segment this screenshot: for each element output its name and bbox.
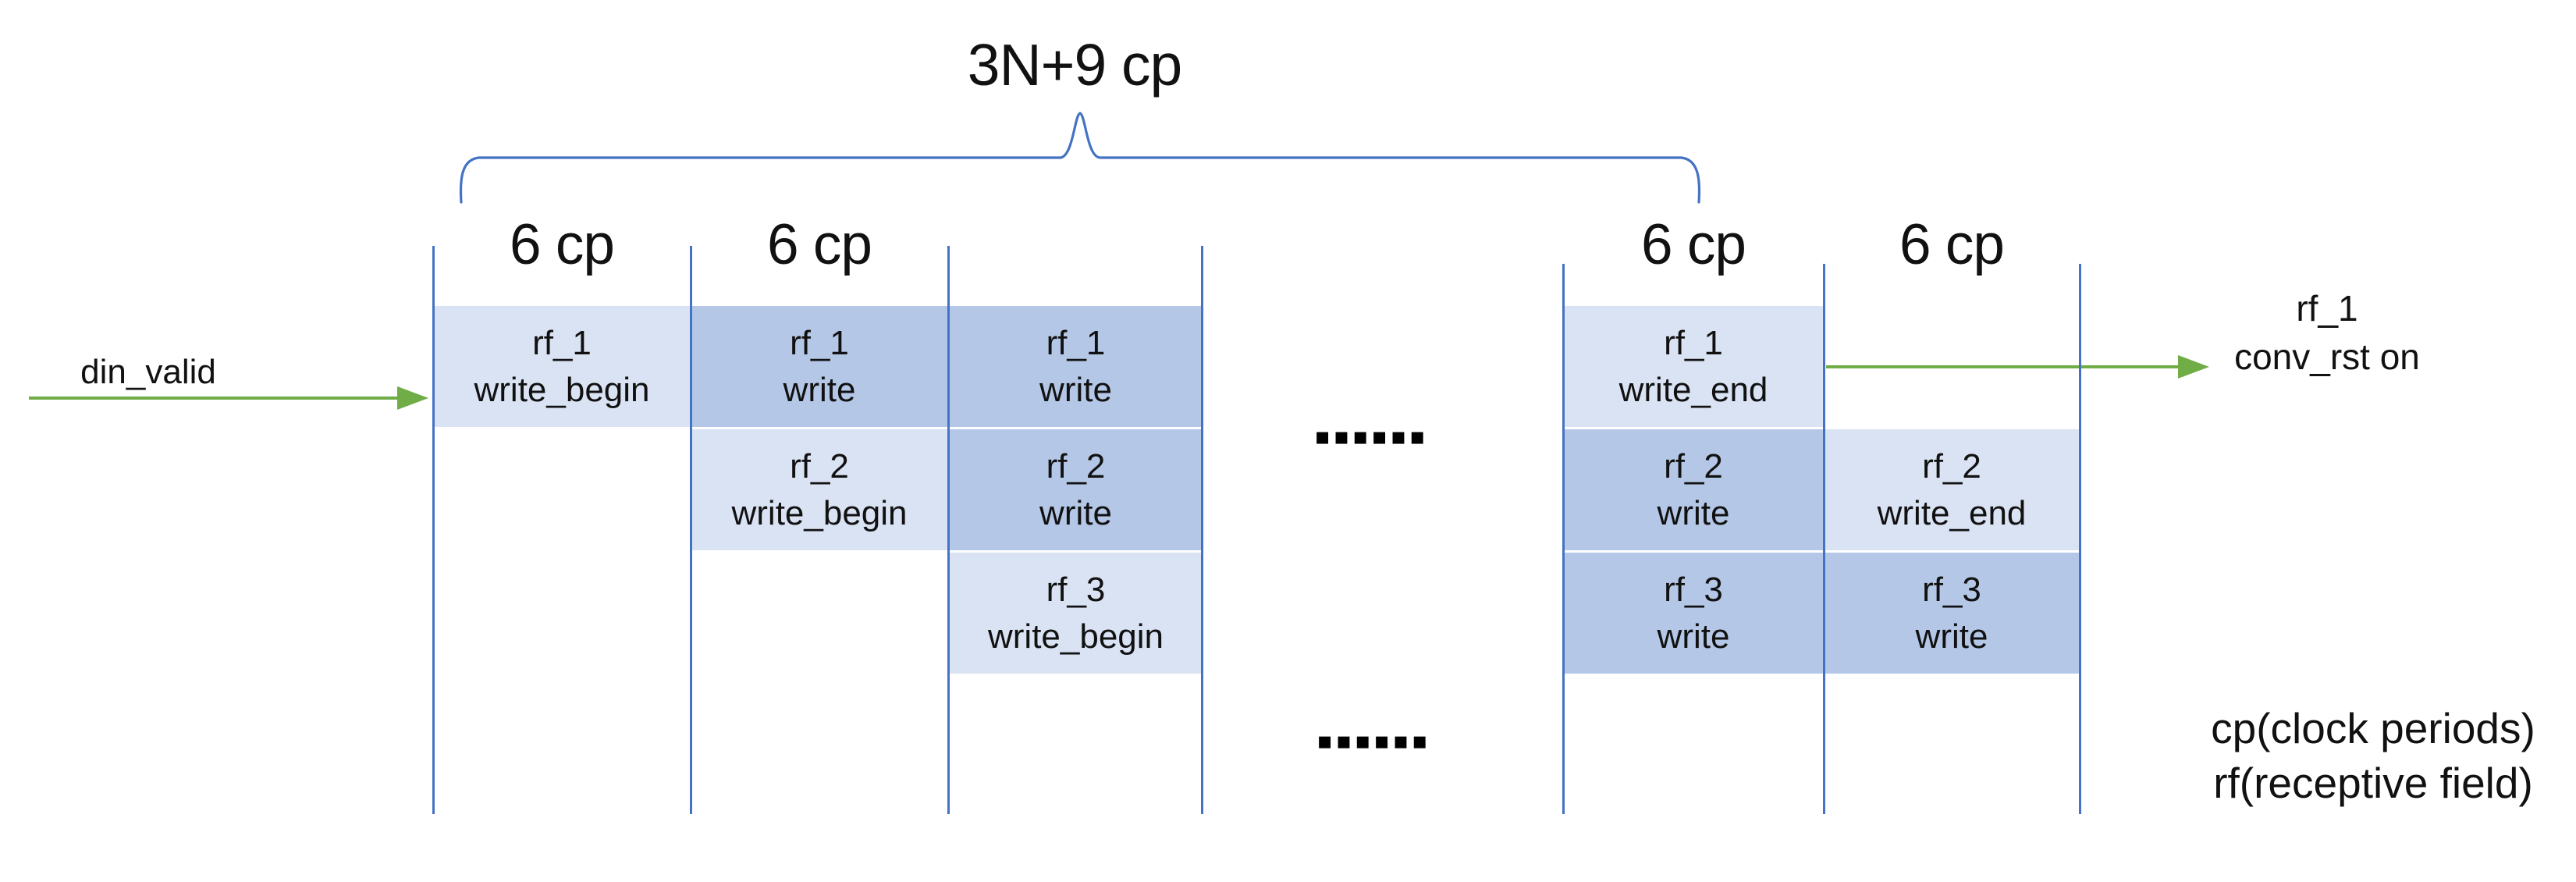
- stage-phase-label: write_end: [1618, 370, 1768, 409]
- legend-cp-line: cp(clock periods): [2211, 704, 2535, 752]
- stage-rf-label: rf_1: [790, 323, 849, 362]
- clock-boundary-line-7: [2079, 264, 2081, 814]
- column-duration-label-1: 6 cp: [510, 213, 615, 276]
- stage-rf-label: rf_1: [1046, 323, 1106, 362]
- stage-rf-label: rf_2: [1664, 446, 1723, 485]
- stage-box-rf3-write-begin: rf_3 write_begin: [948, 553, 1203, 674]
- stage-rf-label: rf_2: [790, 446, 849, 485]
- stage-rf-label: rf_3: [1664, 570, 1723, 609]
- legend-note: cp(clock periods) rf(receptive field): [2198, 701, 2549, 810]
- legend-rf-line: rf(receptive field): [2213, 759, 2533, 807]
- clock-boundary-line-2: [690, 246, 692, 814]
- stage-phase-label: write: [783, 370, 856, 409]
- stage-phase-label: write: [1039, 493, 1112, 532]
- stage-phase-label: write_begin: [987, 617, 1164, 656]
- din-valid-label: din_valid: [80, 353, 216, 391]
- stage-box-rf1-write-end: rf_1 write_end: [1563, 306, 1824, 427]
- stage-rf-label: rf_3: [1046, 570, 1106, 609]
- arrowhead-icon: [397, 386, 428, 410]
- stage-rf-label: rf_2: [1046, 446, 1106, 485]
- column-duration-label-2: 6 cp: [767, 213, 872, 276]
- stage-phase-label: write_begin: [474, 370, 650, 409]
- clock-boundary-line-4: [1201, 246, 1203, 814]
- total-duration-label: 3N+9 cp: [967, 32, 1182, 98]
- stage-box-rf1-write-begin: rf_1 write_begin: [433, 306, 691, 427]
- stage-box-rf3-write-b: rf_3 write: [1824, 553, 2080, 674]
- conv-rst-label-line1: rf_1: [2296, 288, 2358, 329]
- arrowhead-icon: [2178, 355, 2209, 379]
- stage-phase-label: write_begin: [731, 493, 908, 532]
- stage-box-rf2-write-end: rf_2 write_end: [1824, 429, 2080, 550]
- stage-rf-label: rf_3: [1922, 570, 1981, 609]
- ellipsis-dots-top: ▪▪▪▪▪▪: [1314, 423, 1429, 450]
- total-duration-brace: [459, 112, 1701, 204]
- stage-rf-label: rf_1: [532, 323, 592, 362]
- stage-box-rf1-write-b: rf_1 write: [948, 306, 1203, 427]
- clock-boundary-line-6: [1823, 264, 1825, 814]
- stage-box-rf2-write-a: rf_2 write: [948, 429, 1203, 550]
- stage-phase-label: write: [1657, 493, 1730, 532]
- conv-rst-label-line2: conv_rst on: [2234, 336, 2420, 377]
- stage-box-rf2-write-begin: rf_2 write_begin: [691, 429, 948, 550]
- conv-rst-arrow: [1826, 355, 2209, 379]
- clock-boundary-line-3: [947, 246, 950, 814]
- stage-box-rf3-write-a: rf_3 write: [1563, 553, 1824, 674]
- stage-rf-label: rf_2: [1922, 446, 1981, 485]
- column-duration-label-4: 6 cp: [1899, 213, 2005, 276]
- stage-phase-label: write: [1039, 370, 1112, 409]
- column-duration-label-3: 6 cp: [1641, 213, 1746, 276]
- clock-boundary-line-1: [432, 246, 435, 814]
- clock-boundary-line-5: [1562, 264, 1565, 814]
- conv-rst-label: rf_1 conv_rst on: [2210, 284, 2444, 381]
- stage-phase-label: write: [1915, 617, 1988, 656]
- stage-box-rf1-write-a: rf_1 write: [691, 306, 948, 427]
- stage-box-rf2-write-b: rf_2 write: [1563, 429, 1824, 550]
- stage-phase-label: write_end: [1877, 493, 2027, 532]
- ellipsis-dots-bottom: ▪▪▪▪▪▪: [1316, 727, 1431, 755]
- stage-rf-label: rf_1: [1664, 323, 1723, 362]
- stage-phase-label: write: [1657, 617, 1730, 656]
